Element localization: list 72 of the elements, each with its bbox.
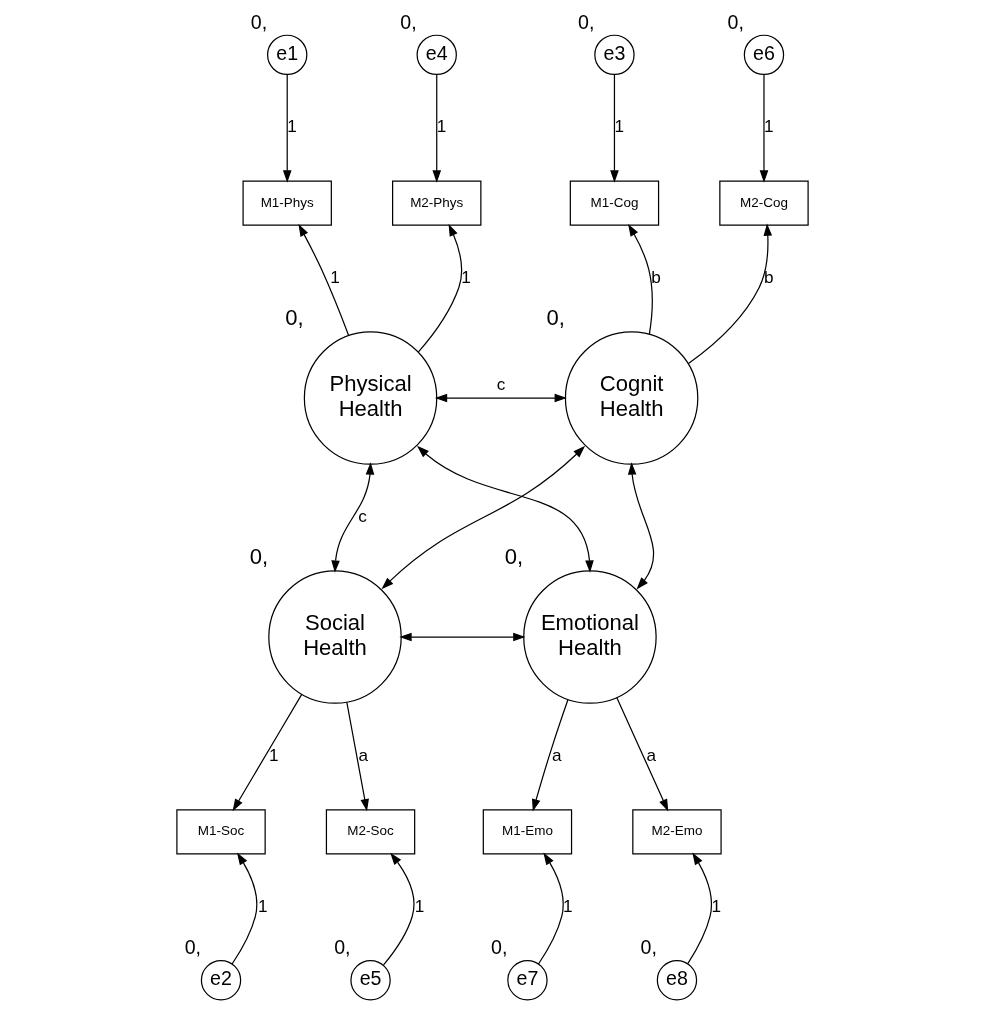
arrow	[298, 224, 350, 336]
edge-label: 1	[614, 116, 625, 137]
node-circle: e5	[350, 959, 391, 1001]
arrow	[616, 696, 669, 812]
arrow	[434, 393, 567, 403]
arrow	[331, 462, 375, 573]
node-label: 0,	[250, 10, 268, 33]
node-box: M1-Soc	[176, 809, 266, 855]
edge-label: a	[552, 745, 562, 766]
arrow	[417, 223, 463, 353]
node-circle: e3	[594, 34, 635, 76]
arrow	[627, 462, 655, 590]
node-circle: e7	[507, 959, 548, 1001]
edge-label: 1	[764, 116, 774, 137]
node-circle: e1	[267, 34, 308, 76]
arrow	[232, 693, 303, 812]
edge-label: 1	[436, 116, 447, 137]
edge-label: 1	[287, 116, 297, 137]
arrow	[687, 852, 713, 965]
node-label: 0,	[285, 304, 304, 330]
node-box: M2-Phys	[392, 180, 482, 226]
arrow	[417, 445, 594, 573]
arrow	[381, 445, 586, 590]
node-label: 0,	[578, 10, 595, 33]
arrow	[537, 852, 564, 965]
node-circle: e8	[656, 959, 698, 1001]
arrow	[231, 852, 258, 965]
arrow	[382, 852, 415, 966]
node-label: 0,	[249, 543, 269, 569]
node-label: 0,	[491, 936, 508, 959]
edge-label: 1	[711, 895, 721, 916]
node-label: 0,	[334, 936, 351, 959]
edge-label: 1	[257, 895, 268, 916]
edge-label: 1	[268, 745, 279, 766]
node-box: M2-Emo	[632, 809, 722, 855]
arrow	[532, 699, 569, 812]
arrow	[628, 223, 653, 335]
node-circle: e2	[200, 959, 242, 1001]
edge-label: c	[496, 373, 506, 394]
node-box: M2-Soc	[325, 809, 416, 855]
node-box: M1-Cog	[569, 180, 660, 226]
arrow	[346, 701, 369, 812]
node-label: 0,	[727, 10, 744, 33]
node-circle: Physical Health	[303, 331, 438, 465]
arrow	[759, 73, 769, 183]
node-circle: Cognit Health	[564, 331, 699, 465]
edge-label: b	[651, 267, 661, 288]
edge-label: 1	[414, 895, 425, 916]
edge-label: 1	[330, 267, 340, 288]
arrow	[687, 223, 773, 365]
node-label: 0,	[640, 936, 657, 959]
edge-label: b	[764, 267, 774, 288]
arrow	[399, 632, 526, 642]
node-box: M2-Cog	[719, 180, 809, 226]
arrow	[610, 73, 619, 183]
node-circle: Emotional Health	[523, 570, 657, 704]
node-circle: Social Health	[268, 570, 402, 704]
node-label: 0,	[400, 10, 417, 33]
node-label: 0,	[546, 304, 565, 330]
node-circle: e6	[743, 34, 785, 76]
node-box: M1-Phys	[242, 180, 332, 226]
node-label: 0,	[184, 936, 202, 959]
node-circle: e4	[416, 34, 457, 76]
edge-label: a	[358, 745, 368, 766]
arrow	[282, 73, 292, 183]
edge-label: 1	[563, 895, 573, 916]
edge-label: c	[358, 506, 367, 527]
arrow	[432, 73, 442, 183]
node-label: 0,	[504, 543, 524, 569]
edge-label: a	[646, 745, 656, 766]
edge-label: 1	[461, 267, 471, 288]
node-box: M1-Emo	[482, 809, 573, 855]
